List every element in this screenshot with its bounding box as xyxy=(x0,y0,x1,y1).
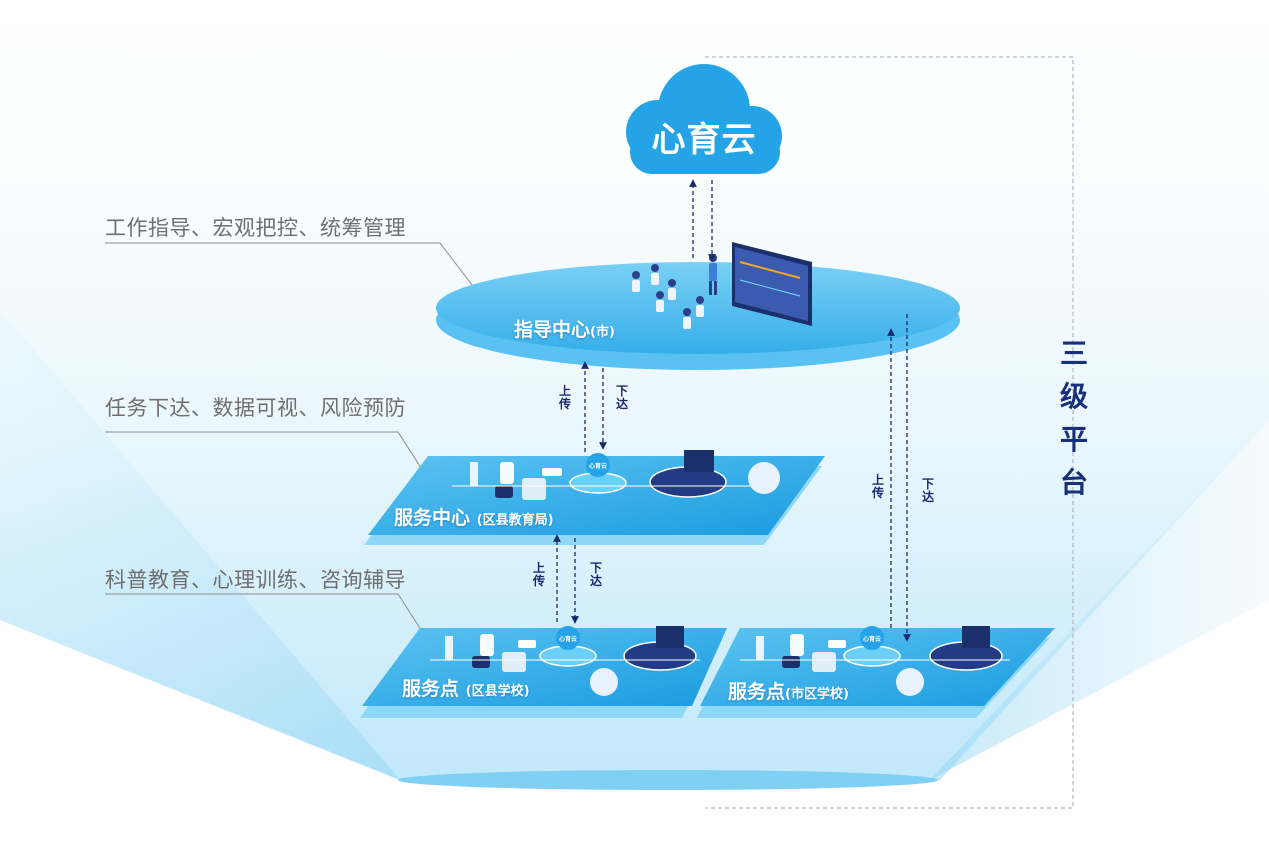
mini-cloud-label-city: 心育云 xyxy=(862,636,881,643)
cloud-shape xyxy=(626,64,782,174)
flow-label-dispatch-center: 下达 xyxy=(615,384,628,411)
service-point-city-title: 服务点(市区学校) xyxy=(728,677,849,704)
funnel-body xyxy=(0,30,1269,780)
cloud-label: 心育云 xyxy=(651,120,757,160)
service-center-name: 服务中心 xyxy=(394,507,471,529)
guidance-center-title: 指导中心(市) xyxy=(514,315,615,342)
platform-title-char: 级 xyxy=(1059,380,1088,413)
funnel-base xyxy=(398,770,938,790)
flow-label-dispatch-county: 下达 xyxy=(589,561,602,588)
guidance-center-sub: (市) xyxy=(590,325,615,340)
platform-title-char: 平 xyxy=(1059,423,1088,456)
service-point-city-equipment xyxy=(740,626,1010,696)
flow-label-upload-center: 上传 xyxy=(558,384,571,411)
service-point-county-equipment xyxy=(430,626,700,696)
platform-title-char: 三 xyxy=(1059,337,1088,370)
flow-label-upload-county: 上传 xyxy=(532,561,545,588)
annotation-school: 科普教育、心理训练、咨询辅导 xyxy=(105,568,406,592)
flow-label-upload-city: 上传 xyxy=(871,473,884,500)
annotation-city: 工作指导、宏观把控、统筹管理 xyxy=(105,216,406,240)
platform-bracket xyxy=(705,56,1074,809)
flow-label-dispatch-city: 下达 xyxy=(921,477,934,504)
service-point-city-sub: (市区学校) xyxy=(785,687,849,702)
service-point-county-sub: (区县学校) xyxy=(465,684,530,699)
annotation-county: 任务下达、数据可视、风险预防 xyxy=(105,396,406,420)
platform-title-char: 台 xyxy=(1059,466,1088,499)
mini-cloud-label-county: 心育云 xyxy=(558,636,577,643)
dashboard-screen xyxy=(732,242,812,326)
service-point-county-title: 服务点 (区县学校) xyxy=(402,674,530,701)
service-point-county-name: 服务点 xyxy=(402,678,460,700)
flow-arrows xyxy=(553,179,911,642)
guidance-center-name: 指导中心 xyxy=(514,319,591,341)
mini-cloud-label-center: 心育云 xyxy=(588,463,607,470)
platform-title: 三 级 平 台 xyxy=(1056,332,1092,504)
service-center-sub: (区县教育局) xyxy=(476,513,554,528)
service-center-equipment xyxy=(452,450,780,500)
service-point-city-name: 服务点 xyxy=(728,681,786,703)
service-center-title: 服务中心 (区县教育局) xyxy=(394,503,554,530)
